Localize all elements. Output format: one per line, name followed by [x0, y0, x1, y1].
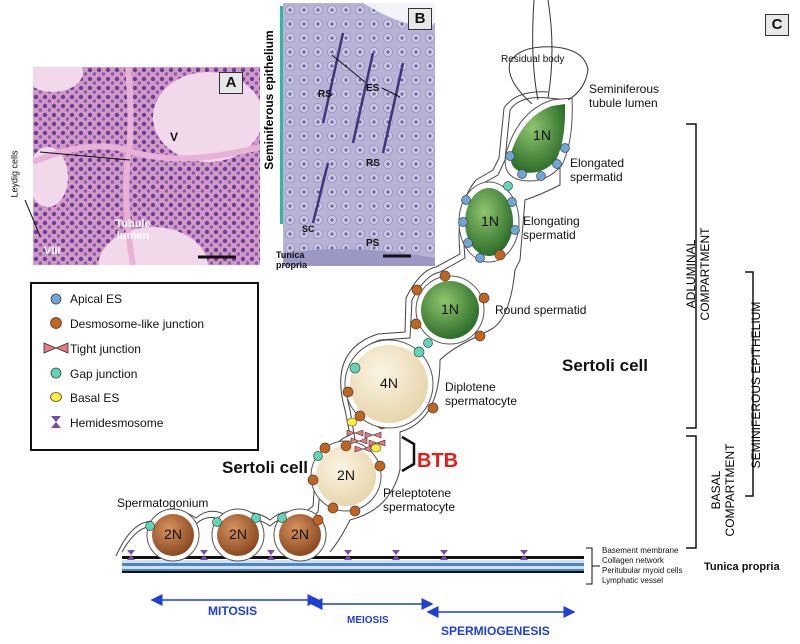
residual-body-label: Residual body [501, 54, 565, 65]
epithelium-bar [280, 6, 283, 224]
panel-b-image [283, 3, 435, 266]
sertoli-cell-right-label: Sertoli cell [562, 356, 648, 375]
diplotene-ploidy: 4N [380, 375, 398, 391]
apical-es-icon [50, 293, 62, 305]
spermiogenesis-label: SPERMIOGENESIS [441, 624, 550, 638]
stage-viii-label: VIII [44, 245, 61, 257]
preleptotene-cell [307, 440, 386, 517]
round-spermatid-ploidy: 1N [441, 301, 459, 317]
spermatogonium-cell-2 [211, 508, 265, 562]
tight-junction-icon [43, 342, 69, 354]
legend-hemidesmosome: Hemidesmosome [70, 416, 164, 430]
spermatogonium-ploidy-1: 2N [164, 526, 182, 542]
lumen-label: Seminiferous tubule lumen [589, 82, 660, 110]
basal-compartment-label: BASAL COMPARTMENT [709, 443, 737, 537]
legend-symbols [43, 293, 69, 428]
tunica-propria-c-label: Tunica propria [704, 561, 780, 573]
histology-tissue [33, 67, 260, 265]
lymphatic-vessel-label: Lymphatic vessel [602, 576, 664, 585]
spermatogonium-cell-1 [145, 508, 200, 562]
basement-membrane-label: Basement membrane [602, 546, 679, 555]
mitosis-label: MITOSIS [208, 604, 258, 618]
spermatogonium-ploidy-2: 2N [229, 526, 247, 542]
btb-bracket [401, 435, 416, 473]
elongated-spermatid-cell [504, 97, 573, 182]
spermatogonium-label: Spermatogonium [117, 496, 209, 510]
rs-label-2: RS [366, 158, 380, 169]
spermatogonium-cell-3 [273, 508, 327, 562]
elongated-ploidy: 1N [533, 127, 551, 143]
sc-label: SC [302, 224, 315, 234]
es-label: ES [366, 83, 380, 94]
elongating-label: Elongating spermatid [523, 214, 580, 242]
legend-basal-es: Basal ES [70, 391, 120, 405]
adluminal-compartment-label: ADLUMINAL COMPARTMENT [684, 227, 712, 321]
preleptotene-ploidy: 2N [337, 467, 355, 483]
residual-body [508, 0, 589, 105]
compartment-brackets [686, 123, 754, 549]
elongating-spermatid-cell [458, 181, 520, 263]
spermatogonium-ploidy-3: 2N [291, 526, 309, 542]
hemidesmosome-row [127, 550, 528, 560]
epithelium-tissue [283, 3, 435, 266]
gap-junction-icon [50, 367, 62, 379]
round-spermatid-cell [410, 270, 490, 345]
panel-b-letter: B [408, 8, 432, 30]
legend-tight-junction: Tight junction [70, 342, 141, 356]
sertoli-cell-left-label: Sertoli cell [222, 458, 308, 477]
tunica-propria-b-label: Tunica propria [276, 250, 308, 270]
panel-a-image [33, 67, 260, 265]
meiosis-label: MEIOSIS [347, 615, 389, 626]
round-spermatid-label: Round spermatid [495, 303, 587, 317]
panel-c-letter: C [765, 14, 789, 36]
btb-label: BTB [417, 450, 459, 472]
peritubular-myoid-label: Peritubular myoid cells [602, 566, 683, 575]
elongated-label: Elongated spermatid [570, 156, 625, 184]
legend-apical-es: Apical ES [70, 292, 123, 306]
ps-label: PS [366, 238, 380, 249]
elongating-ploidy: 1N [481, 213, 499, 229]
rs-label-1: RS [318, 89, 332, 100]
legend-gap-junction: Gap junction [70, 367, 138, 381]
hemidesmosome-icon [51, 416, 61, 428]
legend-box [30, 282, 259, 451]
stage-v-label: V [170, 130, 179, 144]
basal-es-icon [50, 392, 62, 402]
diplotene-label: Diplotene spermatocyte [445, 380, 518, 408]
panel-a-letter: A [219, 72, 243, 94]
legend-desmosome: Desmosome-like junction [70, 317, 205, 331]
tubule-lumen-label: Tubule lumen [115, 218, 151, 242]
preleptotene-label: Preleptotene spermatocyte [383, 486, 456, 514]
seminiferous-epithelium-c-label: SEMINIFEROUS EPITHELIUM [749, 301, 763, 469]
desmosome-icon [50, 317, 62, 329]
basement-layers [122, 556, 584, 573]
collagen-network-label: Collagen network [602, 556, 664, 565]
diplotene-cell [342, 338, 439, 429]
